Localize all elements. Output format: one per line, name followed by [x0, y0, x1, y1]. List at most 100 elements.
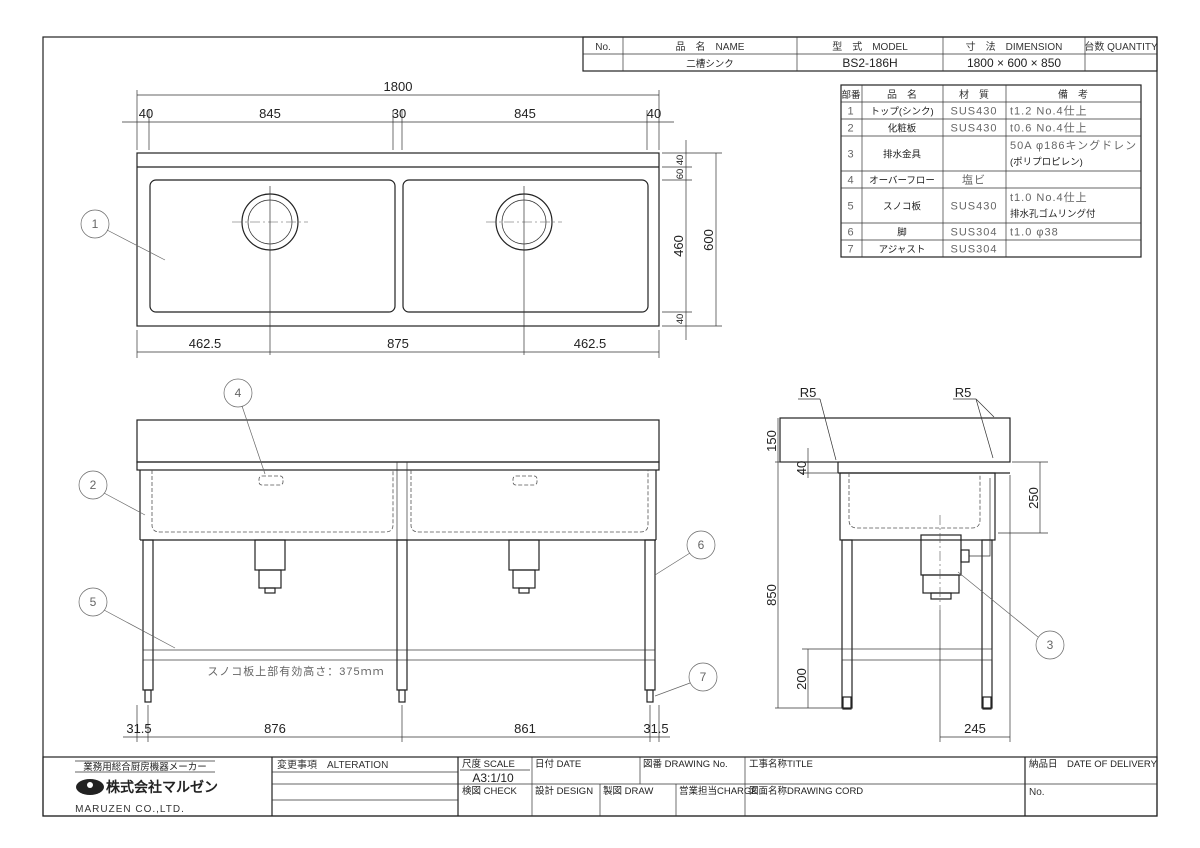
charge-label: 営業担当CHARGE — [679, 785, 758, 797]
drain-left — [232, 186, 308, 355]
header-model-value: BS2-186H — [842, 56, 897, 70]
part-number: 3 — [847, 149, 854, 161]
header-model-label: 型 式 MODEL — [832, 40, 908, 53]
dim-seg-5: 40 — [647, 106, 661, 121]
part-name: 化粧板 — [888, 123, 917, 135]
scale-label: 尺度 SCALE — [462, 758, 515, 770]
part-name: 排水金具 — [883, 149, 922, 161]
right-basin — [402, 179, 649, 313]
header-dimension-label: 寸 法 DIMENSION — [966, 40, 1063, 53]
callout-5: 5 — [90, 595, 97, 609]
part-material: 塩ビ — [962, 173, 986, 187]
check-label: 検図 CHECK — [462, 785, 518, 797]
part-name: トップ(シンク) — [870, 107, 933, 118]
part-name: 脚 — [897, 228, 907, 239]
part-number: 5 — [847, 201, 854, 213]
part-number: 6 — [847, 227, 854, 239]
parts-header-material: 材 質 — [959, 88, 989, 101]
header-quantity-label: 台数 QUANTITY — [1084, 40, 1158, 53]
part-material: SUS430 — [951, 106, 998, 118]
header-dimension-value: 1800 × 600 × 850 — [967, 56, 1061, 70]
header-name-value: 二槽シンク — [686, 58, 734, 70]
dim-depth-seg-2: 60 — [675, 169, 686, 180]
dim-seg-2: 845 — [259, 106, 281, 121]
drawing-no-label: 図番 DRAWING No. — [643, 758, 728, 770]
header-name-label: 品 名 NAME — [676, 40, 745, 53]
part-name: アジャスト — [879, 245, 926, 256]
maruzen-logo-icon — [76, 779, 104, 795]
title-block: 業務用総合厨房機器メーカー 株式会社マルゼン MARUZEN CO.,LTD. … — [42, 756, 1158, 817]
dim-seg-1: 40 — [139, 106, 153, 121]
dim-depth: 600 — [701, 229, 716, 251]
part-material: SUS304 — [951, 244, 998, 256]
dim-seg-3: 30 — [392, 106, 406, 121]
callout-2: 2 — [90, 478, 97, 492]
dim-drain-offset: 245 — [964, 721, 986, 736]
parts-header-note: 備 考 — [1058, 88, 1088, 101]
dim-front-1: 31.5 — [126, 721, 151, 736]
date-label: 日付 DATE — [535, 759, 581, 770]
dim-backsplash: 150 — [764, 430, 779, 452]
part-note-2: 排水孔ゴムリング付 — [1010, 208, 1096, 220]
delivery-label: 納品日 DATE OF DELIVERY — [1029, 758, 1158, 770]
dim-depth-seg-3: 460 — [671, 235, 686, 257]
callout-4: 4 — [235, 386, 242, 400]
header-block: No. 品 名 NAME 型 式 MODEL 寸 法 DIMENSION 台数 … — [582, 36, 1158, 72]
part-name: スノコ板 — [883, 201, 922, 213]
company-name-jp: 株式会社マルゼン — [106, 779, 218, 795]
parts-table: 部番 品 名 材 質 備 考 — [840, 84, 1142, 258]
part-number: 2 — [847, 123, 854, 135]
front-view: スノコ板上部有効高さ：375ｍｍ 4 2 6 5 7 31.5 876 861 … — [78, 378, 718, 742]
part-note: t0.6 No.4仕上 — [1010, 122, 1088, 135]
scale-value: A3:1/10 — [472, 771, 514, 785]
part-note: t1.0 φ38 — [1010, 227, 1059, 239]
parts-header-no: 部番 — [841, 89, 861, 101]
part-number: 4 — [847, 175, 854, 187]
part-note-2: (ポリプロピレン) — [1010, 157, 1083, 168]
shelf-clearance-note: スノコ板上部有効高さ：375ｍｍ — [207, 664, 384, 678]
part-name: オーバーフロー — [869, 176, 935, 187]
dim-seg-4: 845 — [514, 106, 536, 121]
part-note: t1.0 No.4仕上 — [1010, 191, 1088, 204]
part-material: SUS304 — [951, 227, 998, 239]
callout-7: 7 — [700, 670, 707, 684]
dim-front-2: 876 — [264, 721, 286, 736]
draw-label: 製図 DRAW — [603, 785, 653, 797]
drain-right — [486, 186, 562, 355]
dim-depth-seg-4: 40 — [675, 314, 686, 325]
part-note: 50A φ186キングドレン — [1010, 138, 1137, 152]
dim-front-3: 861 — [514, 721, 536, 736]
drawing-frame — [42, 36, 1158, 817]
title-label: 工事名称TITLE — [749, 758, 813, 770]
dim-depth-seg-1: 40 — [675, 155, 686, 166]
title-block-no-label: No. — [1029, 787, 1045, 798]
dim-shelf: 200 — [794, 668, 809, 690]
part-material: SUS430 — [951, 123, 998, 135]
part-number: 7 — [847, 244, 854, 256]
design-label: 設計 DESIGN — [535, 785, 593, 797]
radius-label-right: R5 — [955, 385, 972, 400]
part-note: t1.2 No.4仕上 — [1010, 105, 1088, 118]
callout-6: 6 — [698, 538, 705, 552]
part-material: SUS430 — [951, 201, 998, 213]
company-name-en: MARUZEN CO.,LTD. — [75, 804, 185, 815]
left-basin — [149, 179, 396, 313]
side-view: R5 R5 150 40 850 200 250 245 3 — [764, 385, 1065, 742]
radius-label-left: R5 — [800, 385, 817, 400]
dim-front-4: 31.5 — [643, 721, 668, 736]
callout-3: 3 — [1047, 638, 1054, 652]
callout-1: 1 — [92, 217, 99, 231]
overflow-left — [258, 475, 284, 486]
dim-drain-left: 462.5 — [189, 336, 222, 351]
dim-edge: 40 — [794, 461, 809, 475]
dim-drain-right: 462.5 — [574, 336, 607, 351]
dim-overall-width: 1800 — [384, 79, 413, 94]
header-no-label: No. — [595, 42, 611, 53]
maker-tagline: 業務用総合厨房機器メーカー — [83, 761, 207, 773]
dim-drain-between: 875 — [387, 336, 409, 351]
dim-height: 850 — [764, 584, 779, 606]
alteration-label: 変更事項 ALTERATION — [277, 758, 388, 771]
plan-view: 1800 40 845 30 845 40 600 40 60 460 40 4… — [80, 79, 722, 358]
